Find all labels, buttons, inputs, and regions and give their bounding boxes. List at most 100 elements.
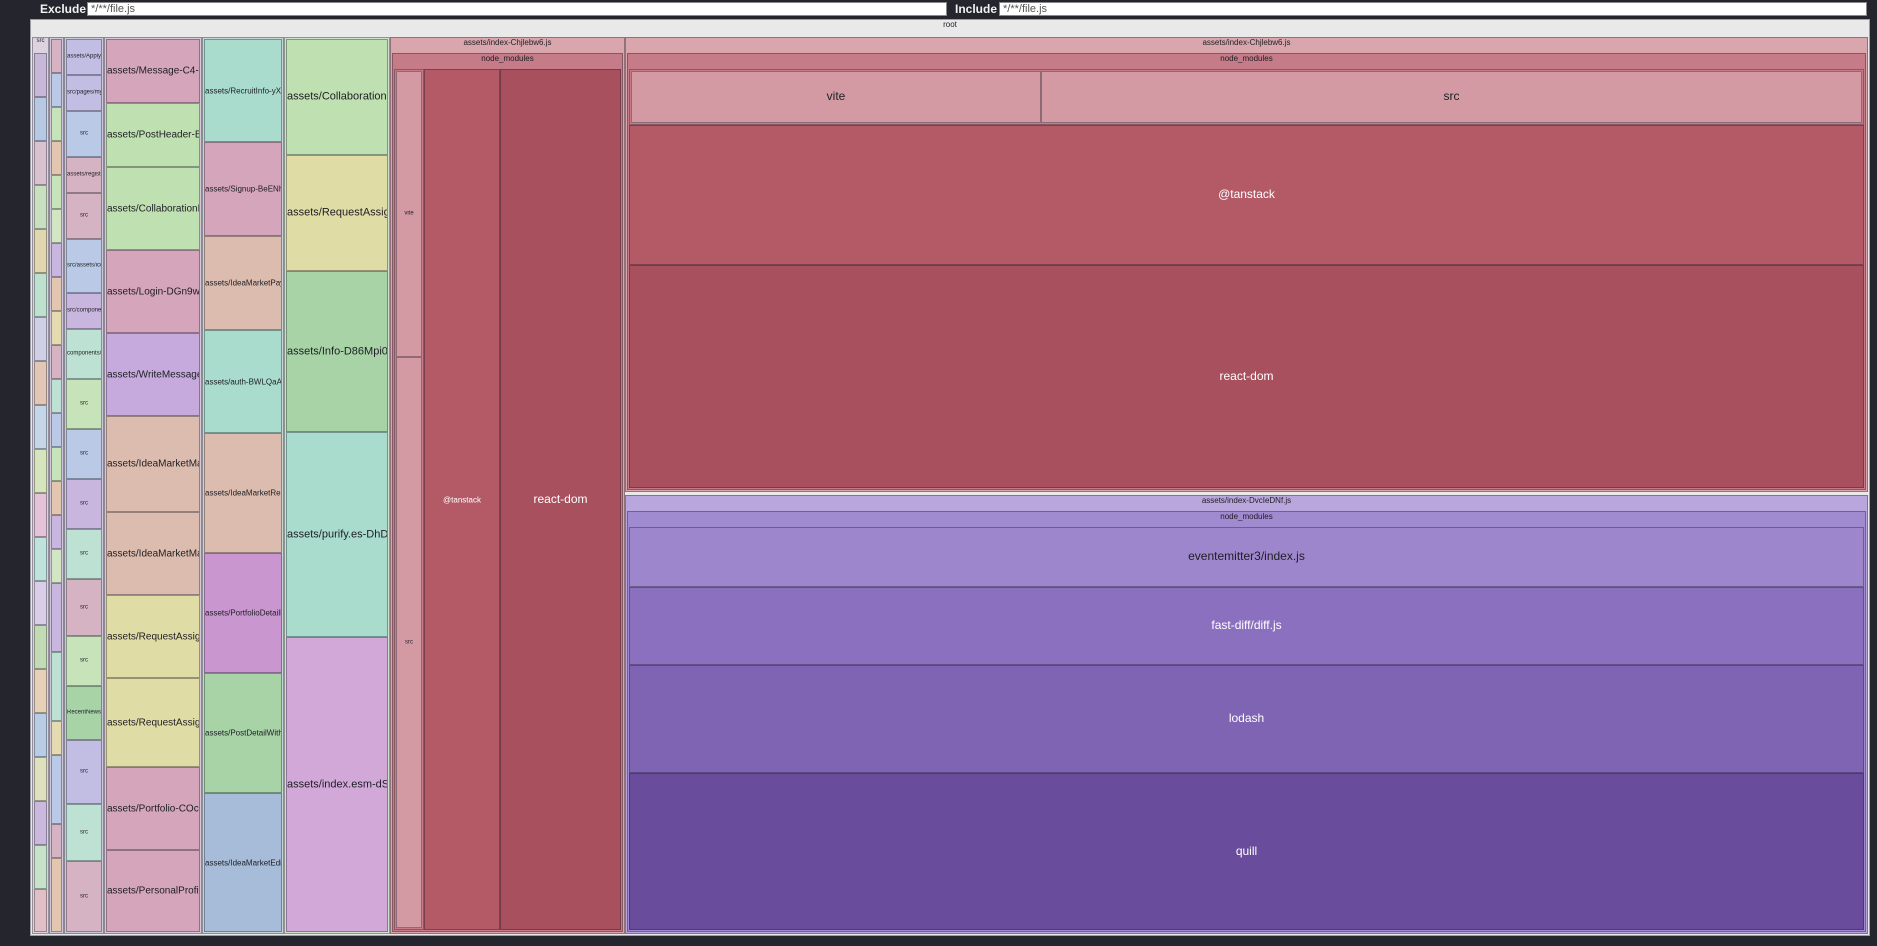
treemap-node[interactable] (34, 185, 47, 229)
treemap-node[interactable]: assets/RequestAssignRegister-DwYsl4qU.js (286, 155, 388, 271)
treemap-node[interactable]: src (396, 357, 422, 928)
treemap-node[interactable] (34, 317, 47, 361)
treemap-node[interactable] (34, 625, 47, 669)
treemap-node[interactable] (34, 229, 47, 273)
treemap-node[interactable]: assets/PortfolioDetailModal-KUTUzgJA.js (204, 553, 282, 673)
treemap-node[interactable] (34, 581, 47, 625)
treemap-node[interactable]: src (66, 429, 102, 479)
treemap-node[interactable] (34, 141, 47, 185)
treemap-node[interactable]: assets/Portfolio-COcr9yjX.js (106, 767, 200, 850)
treemap-node[interactable] (51, 345, 62, 379)
treemap-node[interactable] (34, 273, 47, 317)
node-label: src (80, 500, 88, 507)
treemap-node[interactable] (34, 97, 47, 141)
treemap-node[interactable]: assets/IdeaMarketMarketPlace-DbArvUYG.js (106, 416, 200, 512)
treemap-node[interactable]: lodash (629, 665, 1864, 773)
treemap-node[interactable]: assets/Signup-BeENhHkv.js (204, 142, 282, 236)
treemap-node[interactable]: @tanstack (629, 125, 1864, 265)
treemap-node[interactable]: assets/auth-BWLQaAi-.js (204, 330, 282, 433)
treemap-node[interactable]: assets/purify.es-DhD2mlk-.js (286, 432, 388, 637)
treemap-node[interactable] (51, 277, 62, 311)
treemap-node[interactable] (51, 858, 62, 932)
treemap-node[interactable]: RecentNews.tsx (66, 686, 102, 740)
node-label: lodash (1228, 712, 1265, 726)
treemap-node[interactable] (34, 449, 47, 493)
treemap-node[interactable]: src (66, 529, 102, 579)
treemap-node[interactable] (51, 311, 62, 345)
treemap-node[interactable] (34, 361, 47, 405)
treemap-node[interactable]: src (66, 740, 102, 804)
treemap-node[interactable] (51, 413, 62, 447)
treemap-node[interactable] (51, 209, 62, 243)
treemap-node[interactable] (51, 243, 62, 277)
treemap-node[interactable]: assets/WriteMessageModal-B6oPwE15.js (106, 333, 200, 416)
treemap-node[interactable]: assets/CollaborationRegister-CI5PXINY.js (286, 39, 388, 155)
treemap-node[interactable]: assets/ApplyRequest-0qUDx6yk.js (66, 39, 102, 75)
exclude-input[interactable] (87, 2, 947, 16)
treemap-node[interactable]: @tanstack (424, 69, 500, 930)
treemap-node[interactable] (34, 53, 47, 97)
treemap-node[interactable]: src/components/common (66, 293, 102, 329)
treemap-node[interactable] (51, 721, 62, 755)
treemap-node[interactable]: assets/RequestAssignMain-BSjTKNJ5.js (106, 678, 200, 767)
treemap-node[interactable]: quill (629, 773, 1864, 930)
treemap-node[interactable]: react-dom (500, 69, 621, 930)
treemap-node[interactable]: src (66, 111, 102, 157)
treemap-node[interactable] (51, 141, 62, 175)
treemap-node[interactable]: assets/index.esm-dSMfG7NG.js (286, 637, 388, 932)
treemap-node[interactable]: assets/RecruitInfo-yXMk4LFe.js (204, 39, 282, 142)
treemap-node[interactable]: vite (631, 71, 1041, 123)
treemap-node[interactable] (34, 757, 47, 801)
treemap-node[interactable] (51, 481, 62, 515)
treemap-node[interactable]: assets/IdeaMarketEdit-Dlv7oZNY.js (204, 793, 282, 932)
treemap-node[interactable] (51, 175, 62, 209)
treemap-node[interactable]: src (1041, 71, 1862, 123)
treemap-node[interactable] (51, 755, 62, 824)
treemap-node[interactable]: src (66, 379, 102, 429)
treemap-node[interactable] (51, 39, 62, 73)
treemap-node[interactable] (51, 515, 62, 549)
treemap-node[interactable] (51, 549, 62, 583)
treemap-node[interactable] (34, 537, 47, 581)
treemap-node[interactable] (51, 583, 62, 652)
treemap-node[interactable]: src (66, 861, 102, 932)
treemap-node[interactable]: src (66, 804, 102, 861)
treemap-node[interactable] (34, 889, 47, 932)
treemap-node[interactable]: assets/PersonalProfile-BY3Sh91M.js (106, 850, 200, 932)
treemap-node[interactable]: assets/IdeaMarketMain-wnbyb1kj.js (106, 512, 200, 595)
treemap-node[interactable]: src (66, 193, 102, 239)
treemap-node[interactable] (51, 107, 62, 141)
treemap-node[interactable] (34, 801, 47, 845)
treemap-node[interactable] (34, 493, 47, 537)
treemap-node[interactable] (34, 845, 47, 889)
treemap-node[interactable]: assets/RequestAssignTechZone-Bntp9kc.js (106, 595, 200, 678)
treemap-node[interactable] (51, 652, 62, 721)
treemap-node[interactable] (34, 405, 47, 449)
treemap-node[interactable]: assets/PostHeader-Bowb6nF6.js (106, 103, 200, 167)
treemap-node[interactable] (34, 713, 47, 757)
treemap-node[interactable]: assets/Message-C4-y3Yb5.js (106, 39, 200, 103)
treemap-node[interactable]: assets/IdeaMarketPayment-CzsokzJs.js (204, 236, 282, 330)
treemap-node[interactable]: react-dom (629, 265, 1864, 488)
include-input[interactable] (999, 2, 1867, 16)
treemap-node[interactable]: vite (396, 71, 422, 357)
treemap-node[interactable] (51, 824, 62, 858)
treemap-node[interactable] (51, 73, 62, 107)
treemap-node[interactable]: eventemitter3/index.js (629, 527, 1864, 587)
treemap-node[interactable]: assets/Info-D86Mpi05.js (286, 271, 388, 432)
treemap-node[interactable]: src (66, 479, 102, 529)
treemap-node[interactable] (34, 669, 47, 713)
treemap-node[interactable]: assets/PostDetailWithLink-B1xHjMmD.js (204, 673, 282, 793)
treemap-node[interactable]: components/my-page (66, 329, 102, 379)
treemap-node[interactable]: src (66, 636, 102, 686)
treemap-node[interactable]: assets/IdeaMarketRegister-BbP65ETU.js (204, 433, 282, 553)
treemap-node[interactable]: assets/CollaborationMain-C-E35fcz.js (106, 167, 200, 250)
treemap-node[interactable]: src/pages/my-page/apply (66, 75, 102, 111)
treemap-node[interactable]: src (66, 579, 102, 636)
treemap-node[interactable]: assets/registers-CUBeHlh.js (66, 157, 102, 193)
treemap-node[interactable]: fast-diff/diff.js (629, 587, 1864, 665)
treemap-node[interactable] (51, 379, 62, 413)
treemap-node[interactable]: src/assets/icons (66, 239, 102, 293)
treemap-node[interactable] (51, 447, 62, 481)
treemap-node[interactable]: assets/Login-DGn9wXeA.js (106, 250, 200, 333)
